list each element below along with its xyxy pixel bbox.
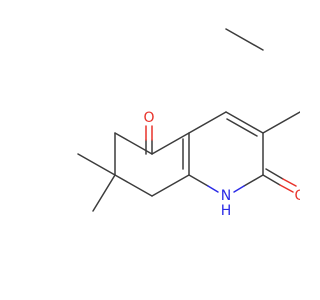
bond-c2-o-lactam-a2	[279, 184, 294, 193]
bond-c8a-n-a	[188, 174, 209, 187]
bond-c4a-c4	[188, 111, 227, 134]
bond-c2-n-b	[233, 185, 245, 193]
atom-labels: O O N H	[143, 110, 300, 219]
bond-c8-c8a	[151, 174, 190, 197]
bond-c5-c4a	[151, 132, 190, 155]
atom-label-n-ring: N	[221, 188, 231, 204]
molecule-structure: O O N H	[77, 28, 300, 219]
bond-ethyl-ch2-ch3	[225, 28, 264, 51]
bond-c3-ester-c	[262, 111, 300, 134]
bond-c8a-n-b	[207, 185, 219, 193]
bond-c4-c3-double	[226, 118, 258, 137]
bond-c2-o-lactam-b1	[265, 168, 284, 180]
bond-c7-c8	[114, 174, 153, 197]
oxygen-bonds	[145, 125, 297, 193]
bond-c7-methyl-b	[92, 174, 116, 212]
bond-c2-o-lactam-a1	[262, 174, 281, 186]
bond-c2-o-lactam-b2	[282, 178, 297, 187]
atom-label-o-lactam: O	[294, 188, 300, 204]
atom-label-o-ketone: O	[143, 110, 154, 126]
bond-c4-c3	[225, 111, 264, 134]
bond-c7-methyl-a	[77, 153, 116, 176]
atom-label-n-hydrogen: H	[221, 203, 232, 219]
bond-c2-n-a	[243, 174, 264, 187]
nitrogen-bonds	[188, 174, 264, 193]
carbon-bonds	[77, 28, 300, 212]
